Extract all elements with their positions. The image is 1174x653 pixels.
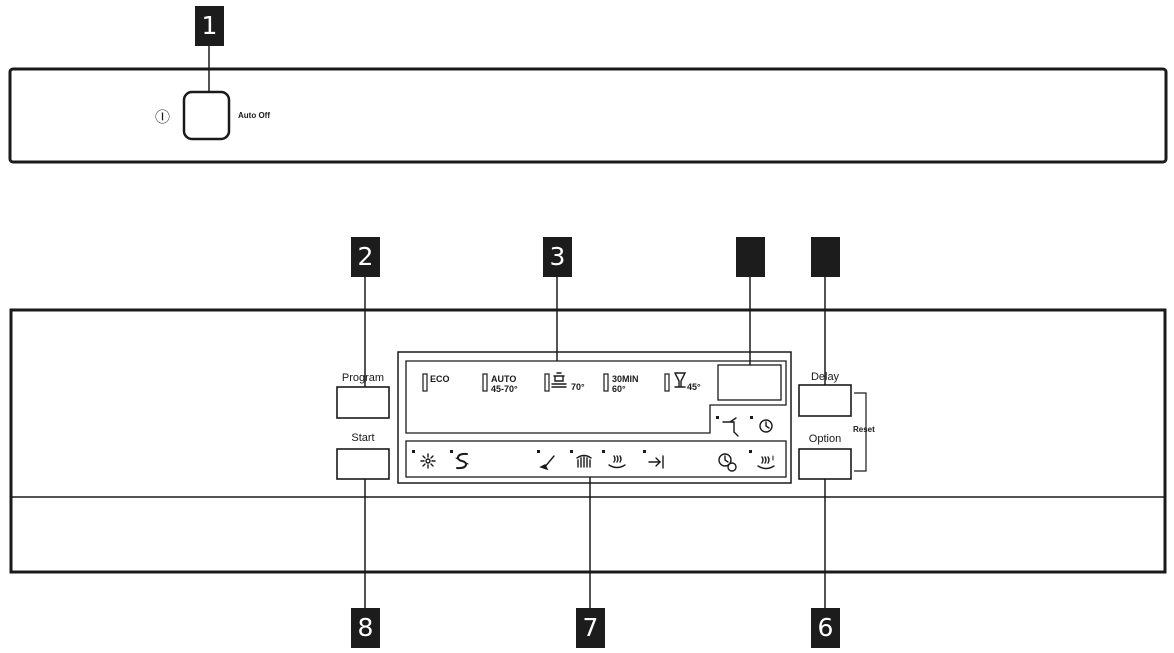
power-symbol-icon: Ⓘ: [155, 108, 171, 126]
callout-5: [811, 237, 840, 277]
icon-bar: [405, 440, 787, 478]
glass-icon: [674, 372, 687, 388]
spray-icon: [576, 454, 592, 468]
power-button[interactable]: [182, 90, 231, 141]
callout-3: 3: [543, 237, 572, 277]
brush-icon: [539, 455, 555, 471]
tap-icon: [722, 417, 739, 437]
program-glass-temp: 45°: [687, 382, 701, 392]
display-panel: [397, 351, 792, 484]
top-panel-outline: [8, 67, 1168, 164]
extra-dry-icon: [757, 455, 775, 470]
start-button[interactable]: [336, 448, 390, 480]
auto-off-label: Auto Off: [238, 111, 270, 120]
program-30min-label: 30MIN: [612, 374, 639, 384]
program-pots-temp: 70°: [571, 382, 585, 392]
delay-label: Delay: [810, 371, 840, 383]
time-display: [717, 364, 782, 401]
reset-label: Reset: [853, 425, 875, 434]
program-auto-temp: 45-70°: [491, 384, 518, 394]
option-label: Option: [808, 433, 842, 445]
program-button[interactable]: [336, 386, 390, 419]
clock-icon: [759, 419, 773, 433]
salt-icon: [455, 452, 469, 470]
program-area: [405, 360, 787, 434]
delay-button[interactable]: [798, 384, 852, 417]
end-icon: [648, 455, 664, 469]
callout-2: 2: [351, 237, 380, 277]
rinse-aid-icon: [420, 453, 436, 469]
drying-icon: [608, 455, 626, 469]
callout-7: 7: [576, 608, 605, 648]
control-panel-outline: [9, 308, 1167, 574]
time-save-icon: [718, 453, 737, 472]
program-30min-temp: 60°: [612, 384, 626, 394]
callout-8: 8: [351, 608, 380, 648]
callout-6: 6: [811, 608, 840, 648]
option-button[interactable]: [798, 448, 852, 480]
reset-bracket: [854, 392, 867, 472]
program-auto-label: AUTO: [491, 374, 517, 384]
callout-1: 1: [195, 6, 224, 46]
start-label: Start: [351, 432, 375, 444]
program-label: Program: [341, 372, 385, 384]
callout-4: [736, 237, 765, 277]
pots-icon: [551, 372, 567, 388]
program-eco-label: ECO: [430, 374, 450, 384]
